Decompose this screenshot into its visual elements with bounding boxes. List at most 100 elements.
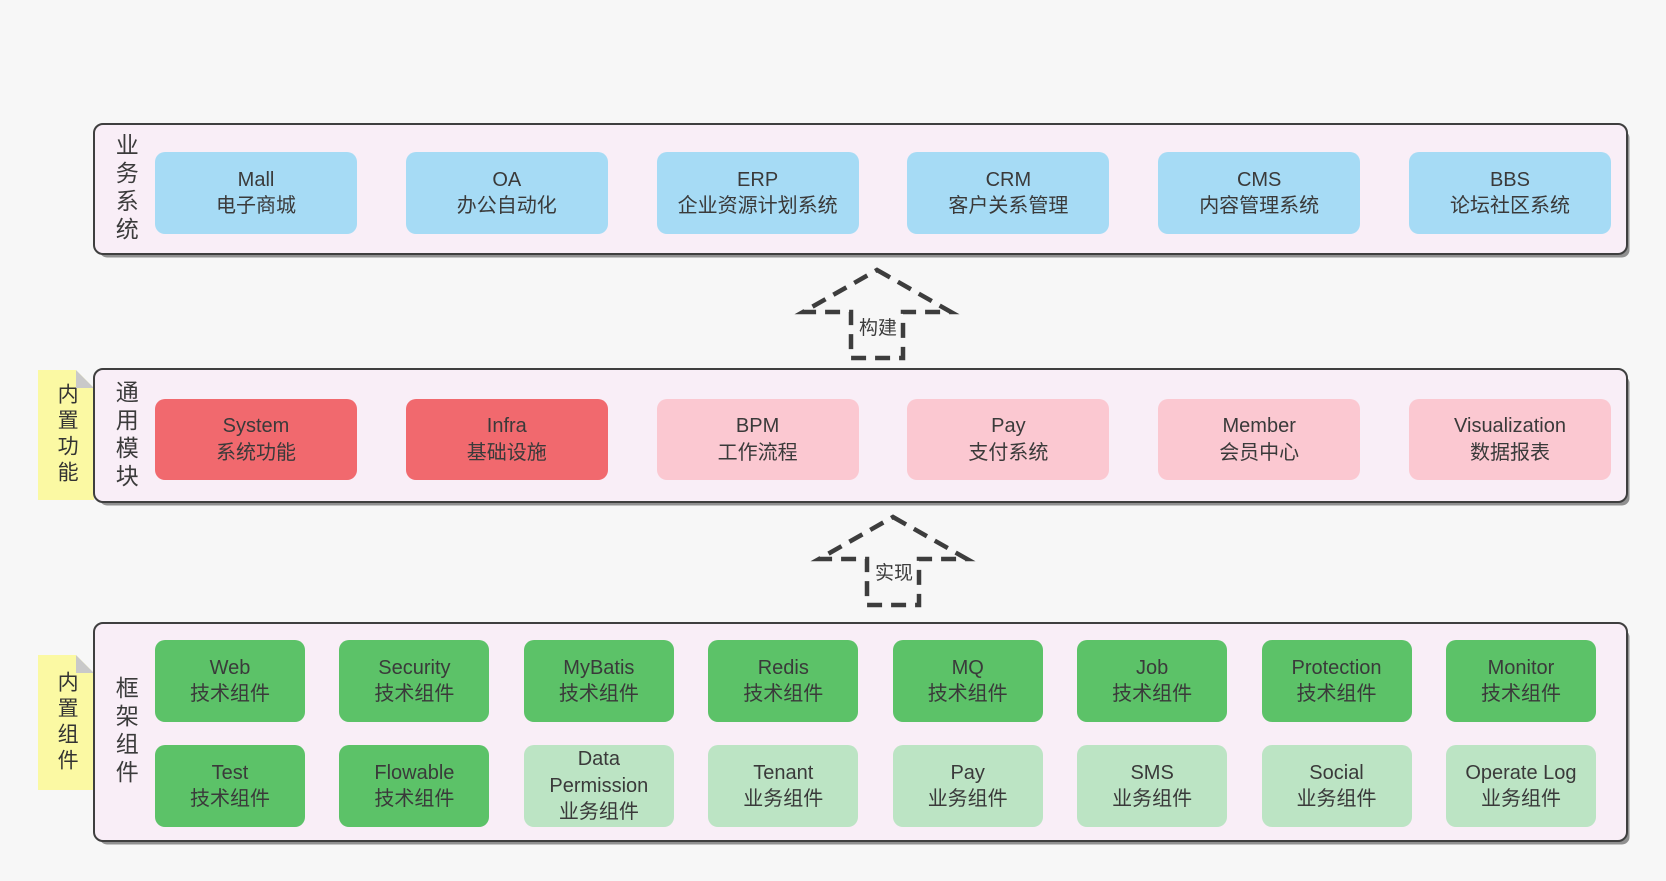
build-arrow-icon bbox=[794, 267, 960, 361]
box-subtitle: 技术组件 bbox=[190, 788, 270, 810]
diagram-box-erp: ERP 企业资源计划系统 bbox=[656, 152, 859, 234]
diagram-box-crm: CRM 客户关系管理 bbox=[907, 152, 1110, 234]
box-subtitle: 技术组件 bbox=[374, 683, 455, 705]
box-title: Monitor bbox=[1487, 656, 1555, 679]
box-subtitle: 电子商城 bbox=[216, 195, 296, 217]
diagram-box-pay: Pay 业务组件 bbox=[892, 745, 1043, 827]
box-title: Tenant bbox=[753, 761, 814, 784]
box-subtitle: 技术组件 bbox=[927, 683, 1008, 705]
box-subtitle: 技术组件 bbox=[743, 683, 824, 705]
box-subtitle: 企业资源计划系统 bbox=[677, 195, 838, 217]
folded-corner-icon bbox=[76, 370, 94, 388]
box-title: Web bbox=[209, 656, 251, 679]
box-title: Visualization bbox=[1454, 415, 1566, 438]
box-subtitle: 业务组件 bbox=[1296, 788, 1377, 810]
box-subtitle: 论坛社区系统 bbox=[1449, 195, 1570, 217]
diagram-box-operate-log: Operate Log 业务组件 bbox=[1445, 745, 1596, 827]
box-subtitle: 技术组件 bbox=[1480, 683, 1561, 705]
folded-corner-icon bbox=[76, 655, 94, 673]
diagram-box-oa: OA 办公自动化 bbox=[405, 152, 608, 234]
diagram-box-visualization: Visualization 数据报表 bbox=[1408, 399, 1611, 480]
layer-label-framework-components: 框架组件 bbox=[112, 676, 139, 788]
diagram-box-flowable: Flowable 技术组件 bbox=[339, 745, 490, 827]
box-title: Flowable bbox=[374, 761, 455, 784]
box-subtitle: 业务组件 bbox=[558, 801, 639, 824]
diagram-box-sms: SMS 业务组件 bbox=[1077, 745, 1228, 827]
box-title: Mall bbox=[237, 168, 275, 191]
box-title: Social bbox=[1309, 761, 1364, 784]
layer-label-common-modules: 通用模块 bbox=[112, 379, 139, 492]
implement-arrow-icon bbox=[810, 514, 976, 608]
diagram-box-cms: CMS 内容管理系统 bbox=[1158, 152, 1361, 234]
box-title: System bbox=[222, 415, 290, 438]
diagram-box-mybatis: MyBatis 技术组件 bbox=[523, 640, 674, 722]
box-title: Security bbox=[378, 656, 451, 679]
box-title: Infra bbox=[486, 415, 527, 438]
diagram-box-data-permission: Data Permission 业务组件 bbox=[523, 745, 674, 827]
diagram-box-monitor: Monitor 技术组件 bbox=[1445, 640, 1596, 722]
box-title: Protection bbox=[1291, 656, 1382, 679]
box-subtitle: 系统功能 bbox=[216, 441, 296, 464]
sticky-note-builtin-components: 内置组件 bbox=[38, 655, 94, 790]
box-title: Data Permission bbox=[549, 748, 649, 797]
box-subtitle: 基础设施 bbox=[466, 441, 547, 464]
box-subtitle: 业务组件 bbox=[1112, 788, 1193, 810]
box-title: MQ bbox=[951, 656, 984, 679]
box-title: SMS bbox=[1130, 761, 1174, 784]
box-title: Pay bbox=[950, 761, 985, 784]
box-title: CRM bbox=[985, 168, 1032, 191]
box-title: BPM bbox=[735, 415, 780, 438]
box-title: Job bbox=[1135, 656, 1169, 679]
diagram-box-system: System 系统功能 bbox=[155, 399, 357, 480]
box-subtitle: 内容管理系统 bbox=[1199, 195, 1320, 217]
box-title: OA bbox=[492, 168, 522, 191]
implement-arrow-label: 实现 bbox=[874, 563, 914, 584]
note-label: 内置功能 bbox=[55, 383, 79, 487]
diagram-box-bbs: BBS 论坛社区系统 bbox=[1408, 152, 1611, 234]
box-subtitle: 技术组件 bbox=[1112, 683, 1193, 705]
box-subtitle: 数据报表 bbox=[1469, 441, 1550, 464]
box-subtitle: 技术组件 bbox=[1296, 683, 1377, 705]
diagram-box-social: Social 业务组件 bbox=[1261, 745, 1412, 827]
diagram-box-protection: Protection 技术组件 bbox=[1261, 640, 1412, 722]
box-subtitle: 技术组件 bbox=[558, 683, 639, 705]
box-title: Pay bbox=[991, 415, 1026, 438]
box-subtitle: 办公自动化 bbox=[456, 195, 557, 217]
box-subtitle: 技术组件 bbox=[190, 683, 270, 705]
diagram-box-security: Security 技术组件 bbox=[339, 640, 490, 722]
box-title: Member bbox=[1222, 415, 1296, 438]
diagram-box-web: Web 技术组件 bbox=[155, 640, 305, 722]
diagram-box-redis: Redis 技术组件 bbox=[708, 640, 859, 722]
box-subtitle: 客户关系管理 bbox=[948, 195, 1069, 217]
box-subtitle: 业务组件 bbox=[743, 788, 824, 810]
box-subtitle: 会员中心 bbox=[1219, 441, 1300, 464]
box-title: ERP bbox=[737, 168, 779, 191]
box-subtitle: 业务组件 bbox=[1480, 788, 1561, 810]
box-title: Operate Log bbox=[1465, 761, 1577, 784]
sticky-note-builtin-features: 内置功能 bbox=[38, 370, 94, 500]
layer-business-systems: 业务系统 Mall 电子商城 OA 办公自动化 ERP 企业资源计划系统 CRM 客户关系管理… bbox=[93, 123, 1628, 255]
diagram-box-job: Job 技术组件 bbox=[1077, 640, 1228, 722]
layer-label-business-systems: 业务系统 bbox=[112, 133, 139, 245]
diagram-box-mq: MQ 技术组件 bbox=[892, 640, 1043, 722]
build-arrow-label: 构建 bbox=[858, 318, 898, 339]
box-title: Redis bbox=[757, 656, 809, 679]
box-subtitle: 业务组件 bbox=[927, 788, 1008, 810]
box-title: BBS bbox=[1489, 168, 1530, 191]
box-subtitle: 技术组件 bbox=[374, 788, 455, 810]
box-title: MyBatis bbox=[563, 656, 635, 679]
box-row: Mall 电子商城 OA 办公自动化 ERP 企业资源计划系统 CRM 客户关系管理 CMS 内容… bbox=[155, 152, 1611, 234]
diagram-box-member: Member 会员中心 bbox=[1158, 399, 1361, 480]
box-title: CMS bbox=[1236, 168, 1282, 191]
note-label: 内置组件 bbox=[55, 670, 79, 775]
diagram-box-tenant: Tenant 业务组件 bbox=[708, 745, 859, 827]
